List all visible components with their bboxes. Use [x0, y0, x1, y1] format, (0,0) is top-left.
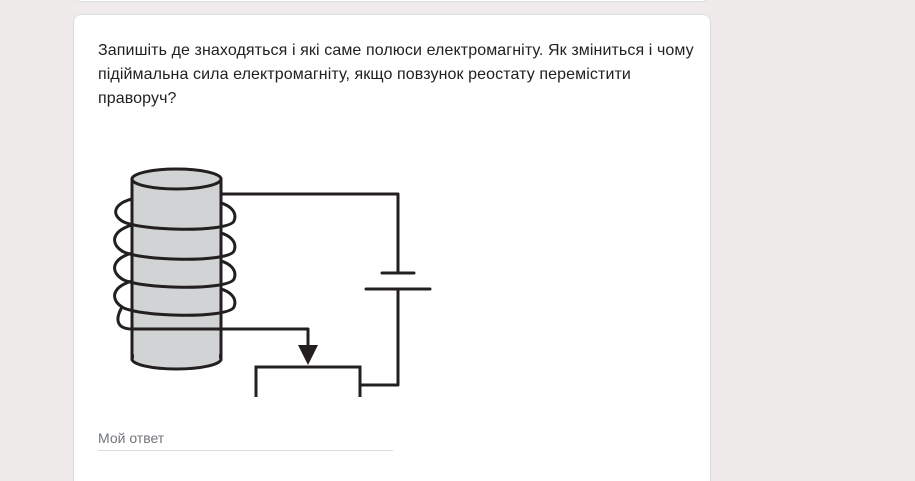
coil-back-loop-2: [113, 223, 134, 253]
answer-input[interactable]: [98, 425, 393, 451]
coil-back-loop-1: [114, 197, 134, 223]
coil-front-loop-3: [120, 259, 237, 289]
wire-coil-to-battery: [219, 192, 400, 275]
coil-front-loop-1: [120, 201, 237, 231]
rheostat-slider-arrow: [298, 345, 318, 365]
wire-battery-to-rheostat: [358, 287, 400, 387]
rheostat: [254, 365, 362, 397]
coil-front-loop-2: [120, 231, 237, 261]
coil-back-loop-4: [113, 279, 134, 309]
previous-question-card: [73, 0, 710, 2]
iron-core: [130, 167, 223, 371]
wire-coil-to-slider: [116, 305, 310, 349]
question-text: Запишіть де знаходяться і які саме полюс…: [98, 42, 694, 107]
coil-back-loop-3: [113, 251, 134, 281]
electromagnet-circuit-diagram: [113, 167, 432, 397]
coil-front-loop-4: [120, 287, 237, 317]
question-card: Запишіть де знаходяться і які саме полюс…: [73, 14, 711, 481]
